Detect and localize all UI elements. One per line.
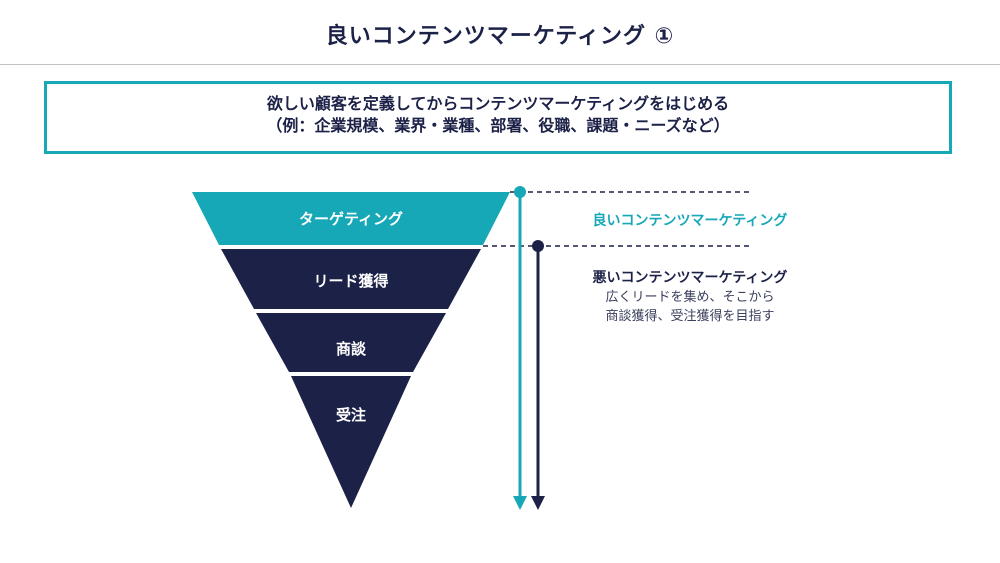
- funnel-label-order: 受注: [336, 406, 366, 424]
- bad-marketing-desc-line-1: 広くリードを集め、そこから: [605, 290, 775, 305]
- funnel-stage-deal: [256, 313, 446, 372]
- funnel-stage-order: [291, 376, 411, 508]
- key-message-line-1: 欲しい顧客を定義してからコンテンツマーケティングをはじめる: [266, 94, 730, 113]
- title-divider: [0, 64, 1000, 65]
- funnel-label-lead: リード獲得: [313, 272, 388, 290]
- bad-marketing-legend: 悪いコンテンツマーケティング 広くリードを集め、そこから 商談獲得、受注獲得を目…: [560, 268, 820, 326]
- bad-marketing-label: 悪いコンテンツマーケティング: [592, 270, 788, 286]
- funnel-label-targeting: ターゲティング: [299, 210, 403, 228]
- page-title: 良いコンテンツマーケティング ①: [325, 24, 675, 49]
- good-arrow-head-icon: [513, 496, 527, 510]
- key-message-line-2: （例：企業規模、業界・業種、部署、役職、課題・ニーズなど）: [266, 116, 730, 135]
- good-marketing-label: 良いコンテンツマーケティング: [592, 213, 788, 229]
- bad-arrow-head-icon: [531, 496, 545, 510]
- key-message-box: 欲しい顧客を定義してからコンテンツマーケティングをはじめる （例：企業規模、業界…: [44, 81, 952, 154]
- funnel-stage-targeting: [192, 192, 510, 245]
- funnel-stage-lead: [221, 249, 481, 309]
- bad-marketing-desc-line-2: 商談獲得、受注獲得を目指す: [605, 309, 775, 324]
- funnel-label-deal: 商談: [336, 340, 367, 358]
